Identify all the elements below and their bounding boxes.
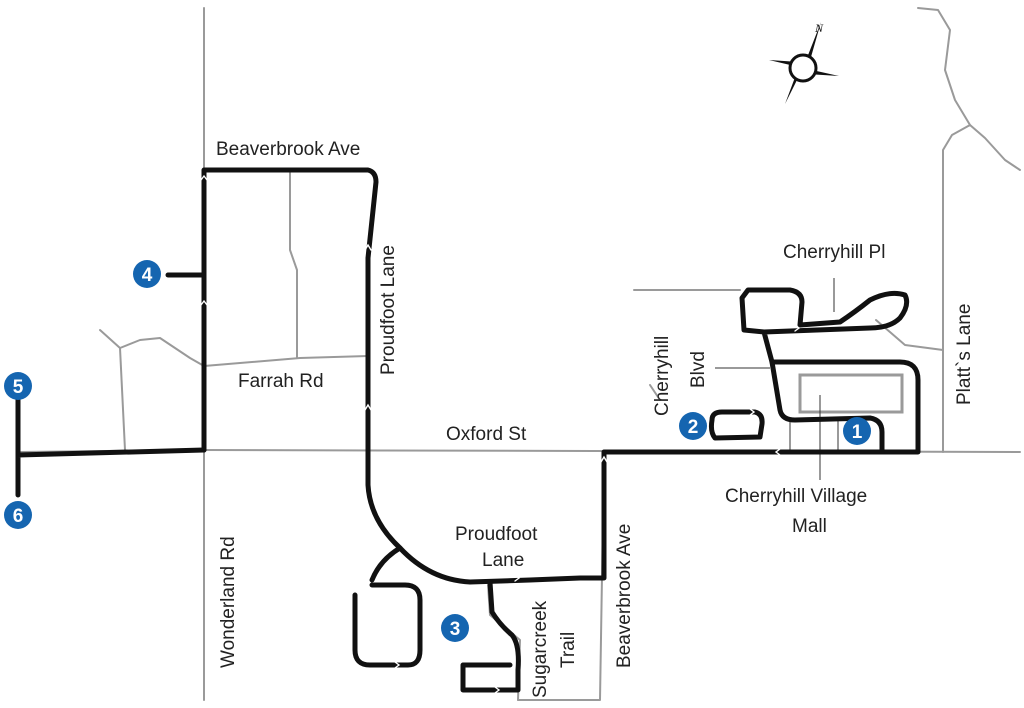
- route-wonderland-beaverbrook-loop: [201, 167, 921, 585]
- direction-marker: [749, 408, 756, 416]
- compass-north-label: N: [814, 21, 824, 35]
- stop-badge-5[interactable]: 5: [4, 372, 32, 400]
- label-oxford-st: Oxford St: [446, 424, 527, 445]
- cherryhill-village-mall-building: [798, 373, 904, 414]
- bus-route: [15, 167, 921, 693]
- route-cherryhill-north-loop: [739, 287, 910, 365]
- compass-rose-icon: N: [769, 21, 839, 104]
- route-mall-loop: [769, 359, 885, 455]
- stop-number: 2: [688, 417, 699, 438]
- direction-marker: [364, 243, 372, 251]
- label-cherryhill-village-mall-1: Cherryhill Village: [725, 486, 867, 507]
- direction-marker: [394, 661, 401, 669]
- label-proudfoot-lane-vertical: Proudfoot Lane: [378, 245, 399, 375]
- stop-badges: 1 2 3 4 5 6: [4, 260, 871, 642]
- label-sugarcreek-trail-2: Trail: [558, 632, 579, 668]
- label-cherryhill-blvd-1: Cherryhill: [652, 336, 673, 416]
- route-stop-2-loop: [708, 409, 765, 441]
- stop-number: 5: [13, 377, 24, 398]
- stop-badge-4[interactable]: 4: [133, 260, 161, 288]
- direction-markers: [200, 174, 801, 694]
- label-cherryhill-blvd-2: Blvd: [688, 351, 709, 388]
- street-labels: Beaverbrook Ave Proudfoot Lane Farrah Rd…: [216, 139, 975, 698]
- route-west-branch: [15, 389, 207, 498]
- stop-number: 3: [450, 619, 461, 640]
- label-proudfoot-lane-south-2: Lane: [482, 550, 524, 571]
- stop-badge-2[interactable]: 2: [679, 412, 707, 440]
- stop-badge-6[interactable]: 6: [4, 501, 32, 529]
- label-sugarcreek-trail-1: Sugarcreek: [530, 600, 551, 698]
- northeast-street: [917, 7, 971, 126]
- direction-marker: [494, 686, 501, 694]
- label-leaders: [715, 278, 835, 480]
- direction-marker: [794, 324, 801, 332]
- label-farrah-rd: Farrah Rd: [238, 371, 324, 392]
- label-cherryhill-village-mall-2: Mall: [792, 516, 827, 537]
- local-street-west: [99, 329, 205, 367]
- label-wonderland-rd: Wonderland Rd: [218, 536, 239, 668]
- direction-marker: [774, 448, 781, 456]
- direction-marker: [514, 574, 521, 582]
- route-sugarcreek-loop: [460, 579, 521, 693]
- label-proudfoot-lane-south-1: Proudfoot: [455, 524, 538, 545]
- local-street-west-branch: [119, 347, 126, 451]
- stop-badge-1[interactable]: 1: [843, 417, 871, 445]
- direction-marker: [200, 174, 208, 181]
- label-cherryhill-pl: Cherryhill Pl: [783, 242, 885, 263]
- route-west-loop: [352, 545, 423, 668]
- label-beaverbrook-ave-north: Beaverbrook Ave: [216, 139, 360, 160]
- farrah-rd-street: [203, 355, 369, 367]
- stop-number: 6: [13, 506, 24, 527]
- local-street-north-1: [289, 169, 298, 359]
- stop-number: 4: [142, 265, 153, 286]
- street-network: [19, 7, 1021, 701]
- cherryhill-west-street: [649, 384, 661, 401]
- label-platts-lane: Platt`s Lane: [954, 304, 975, 405]
- direction-marker: [600, 455, 608, 463]
- compass-center: [788, 53, 818, 83]
- stop-badge-3[interactable]: 3: [441, 614, 469, 642]
- direction-marker: [364, 403, 372, 411]
- stop-number: 1: [852, 422, 863, 443]
- label-beaverbrook-ave-south: Beaverbrook Ave: [614, 524, 635, 668]
- direction-marker: [200, 299, 208, 306]
